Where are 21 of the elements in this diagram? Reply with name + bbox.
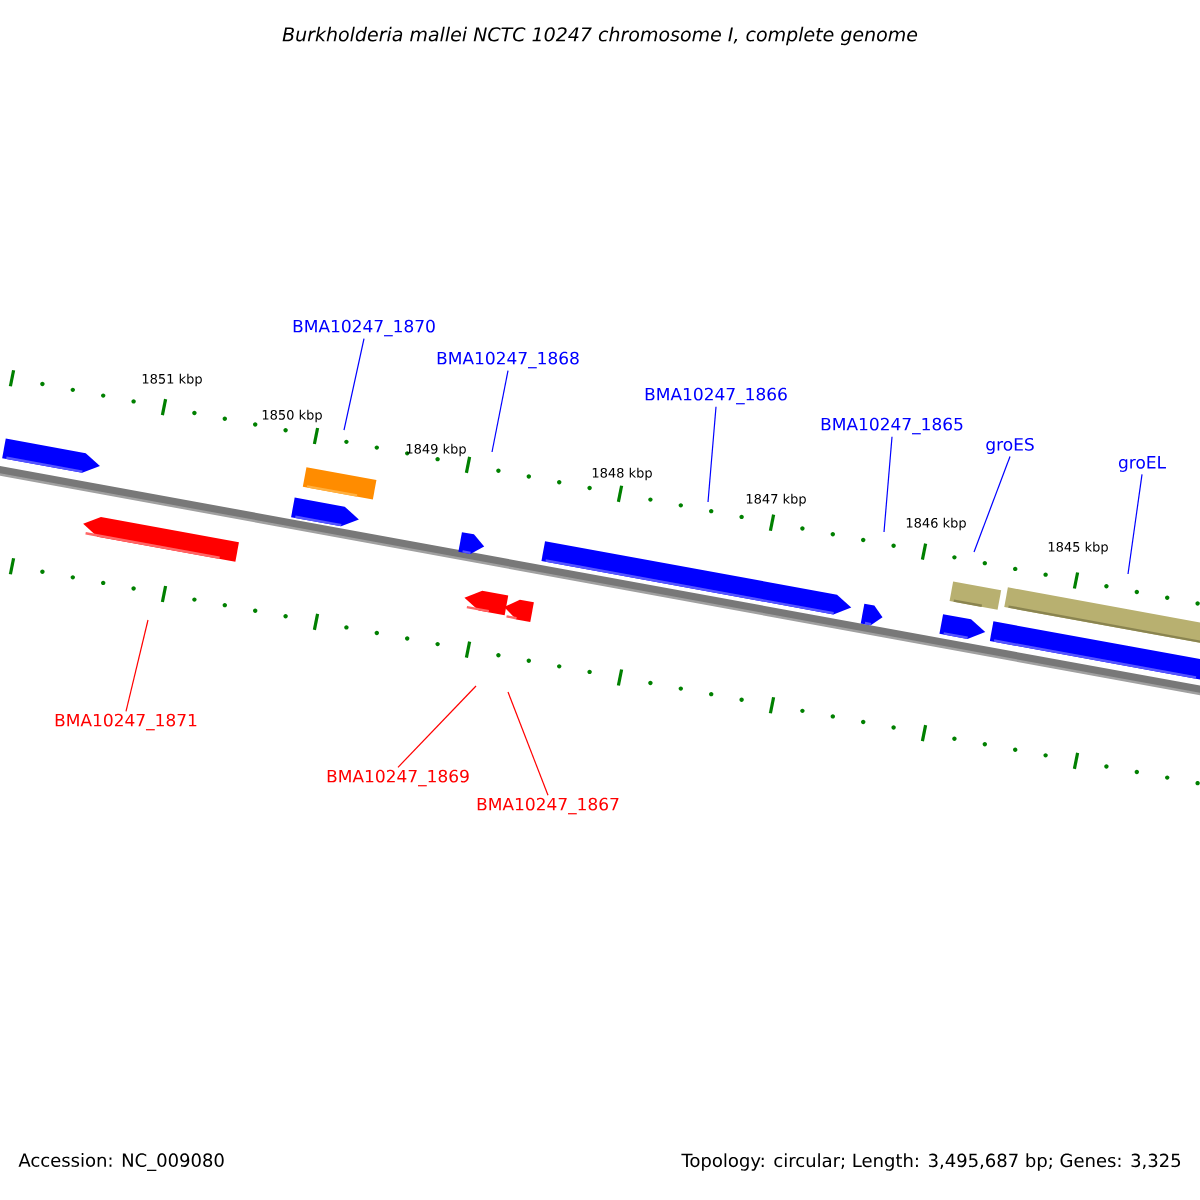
leader-line — [973, 455, 1011, 553]
gene-label: BMA10247_1868 — [437, 351, 579, 369]
leader-line — [397, 685, 477, 768]
leader-line — [491, 370, 509, 453]
leader-line — [707, 406, 717, 503]
gene-label: BMA10247_1865 — [821, 417, 963, 435]
leader-line — [883, 436, 893, 533]
gene-label: BMA10247_1870 — [293, 319, 435, 337]
gene-label: groES — [986, 437, 1034, 455]
title: Burkholderia mallei NCTC 10247 chromosome I, complete genome — [282, 26, 918, 46]
footer-text: Topology: circular; Length: 3,495,687 bp; Genes: 3,325 — [681, 1153, 1181, 1171]
leader-line — [125, 619, 149, 712]
gene-label: groEL — [1118, 456, 1166, 472]
gene-label: BMA10247_1869 — [327, 769, 469, 787]
gene-label: BMA10247_1871 — [55, 713, 197, 731]
gene-label: BMA10247_1867 — [477, 797, 619, 815]
leader-line — [1127, 473, 1143, 575]
footer-text: Accession: NC_009080 — [18, 1153, 224, 1171]
leader-line — [343, 338, 365, 431]
leader-line — [507, 691, 549, 796]
gene-label: BMA10247_1866 — [645, 387, 787, 405]
